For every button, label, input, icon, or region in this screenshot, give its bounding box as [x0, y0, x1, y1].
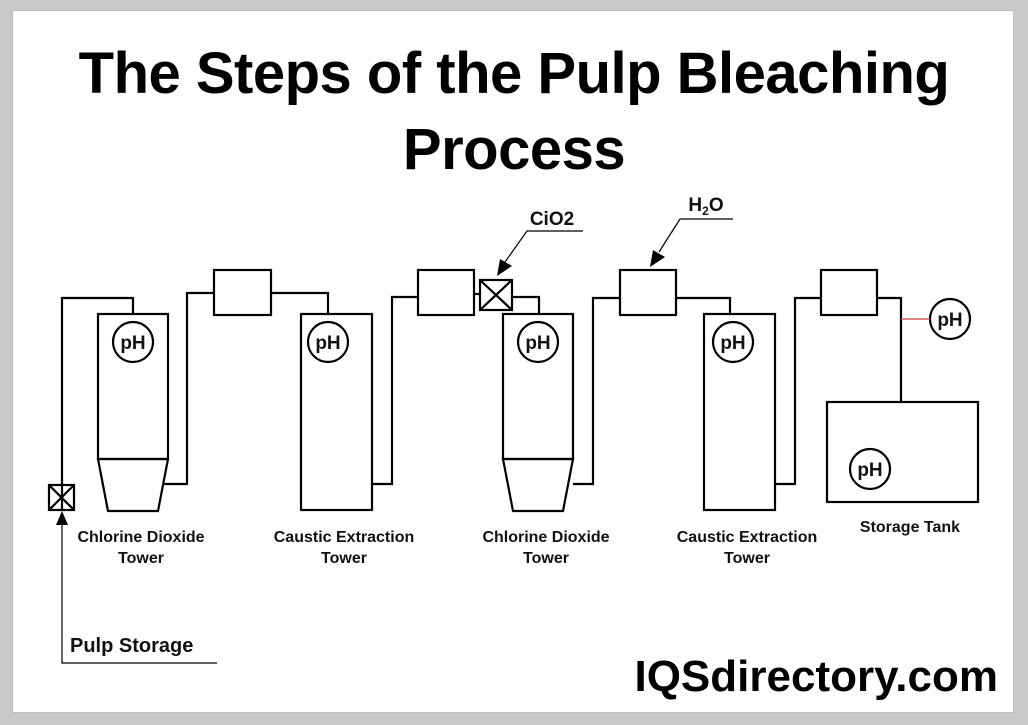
ph-sensor-icon: [306, 320, 350, 364]
ph-label: pH: [120, 333, 145, 354]
stage-label-4-line-2: Tower: [724, 550, 770, 567]
mixer-4: [819, 268, 879, 317]
arrow-icon: [497, 259, 512, 276]
stage-label-2-line-2: Tower: [321, 550, 367, 567]
pipe-pulp-feed: [60, 296, 135, 510]
page-title-line-1: The Steps of the Pulp Bleaching: [78, 41, 950, 106]
arrow-icon: [650, 250, 665, 267]
pipe-tower1-to-mixer1: [163, 291, 214, 486]
pipe-mixer4-to-storage: [877, 296, 903, 402]
brand-wordmark: IQSdirectory.com: [634, 652, 998, 701]
mixer-2: [416, 268, 476, 317]
cio2-leader: [504, 230, 583, 263]
ph-label: pH: [525, 333, 550, 354]
tower-chlorine-dioxide-1: [96, 312, 170, 513]
mixer-3: [618, 268, 678, 317]
valve-icon: [478, 278, 514, 312]
pulp-storage-label: Pulp Storage: [70, 635, 193, 657]
ph-sensor-icon: [516, 320, 560, 364]
pipe-tower2-to-mixer2: [372, 295, 418, 486]
diagram-frame: [12, 10, 1014, 713]
page-title-line-2: Process: [402, 117, 626, 182]
ph-sensor-icon: [711, 320, 755, 364]
tower-caustic-extraction-1: [299, 312, 374, 512]
tower-chlorine-dioxide-2: [501, 312, 575, 513]
ph-label: pH: [857, 460, 882, 481]
ph-label: pH: [720, 333, 745, 354]
ph-sensor-icon: [848, 447, 892, 491]
pipe-tower3-to-mixer3: [573, 296, 620, 486]
ph-sensor-icon: [111, 320, 155, 364]
ph-label: pH: [937, 310, 962, 331]
tower-caustic-extraction-2: [702, 312, 777, 512]
stage-label-3-line-1: Chlorine Dioxide: [482, 529, 609, 546]
storage-tank: [825, 400, 980, 504]
valve-icon: [47, 483, 76, 512]
pulp-storage-leader: [61, 522, 217, 664]
stage-label-1-line-2: Tower: [118, 550, 164, 567]
mixer-1: [212, 268, 273, 317]
pipe-tower4-to-mixer4: [775, 296, 821, 486]
storage-tank-label: Storage Tank: [860, 519, 960, 536]
pipe-valve-to-tower3: [512, 295, 541, 314]
stage-label-3-line-2: Tower: [523, 550, 569, 567]
ph-label: pH: [315, 333, 340, 354]
pipe-mixer3-to-tower4: [676, 296, 732, 314]
stage-label-4-line-1: Caustic Extraction: [677, 529, 817, 546]
h2o-leader: [658, 218, 733, 253]
stage-label-1-line-1: Chlorine Dioxide: [77, 529, 204, 546]
h2o-label: H2O: [688, 195, 723, 218]
stage-label-2-line-1: Caustic Extraction: [274, 529, 414, 546]
pipe-mixer1-to-tower2: [271, 291, 330, 314]
arrow-icon: [56, 511, 68, 525]
cio2-label: CiO2: [530, 209, 574, 230]
